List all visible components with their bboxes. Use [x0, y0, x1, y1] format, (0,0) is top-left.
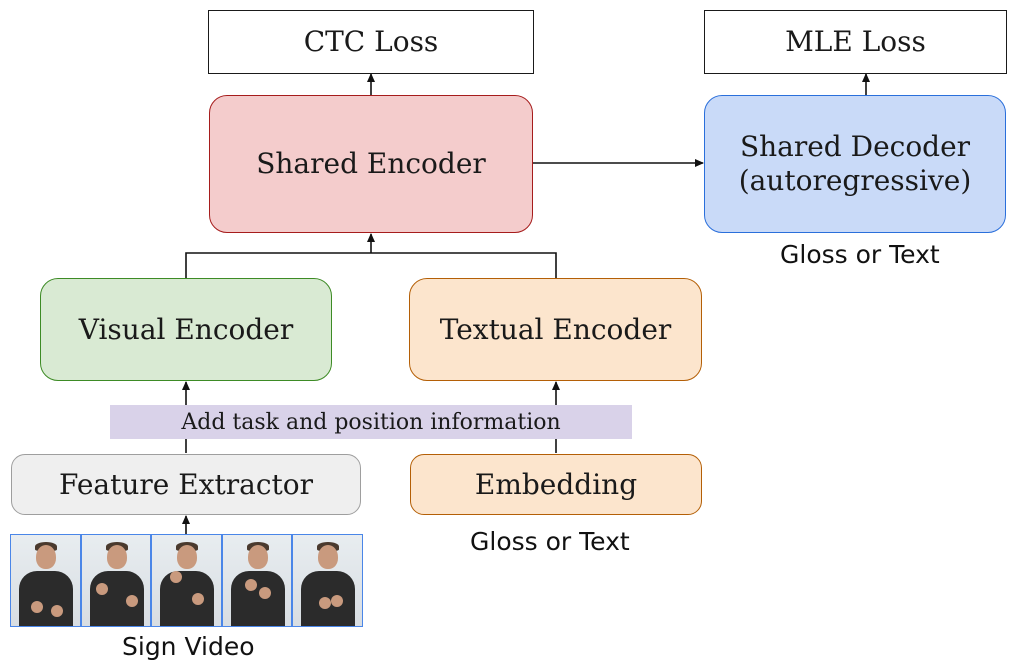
decoder-output-caption: Gloss or Text: [780, 240, 940, 269]
embedding-box: Embedding: [410, 454, 702, 515]
textual-encoder-label: Textual Encoder: [439, 312, 672, 346]
ctc-loss-label: CTC Loss: [303, 25, 439, 59]
textual-encoder-box: Textual Encoder: [409, 278, 702, 381]
mle-loss-box: MLE Loss: [704, 10, 1007, 74]
video-frame: [151, 534, 222, 627]
shared-decoder-box: Shared Decoder (autoregressive): [704, 95, 1006, 233]
shared-decoder-label: Shared Decoder: [739, 130, 971, 164]
visual-encoder-box: Visual Encoder: [40, 278, 332, 381]
shared-encoder-label: Shared Encoder: [256, 147, 486, 181]
shared-decoder-sublabel: (autoregressive): [738, 164, 972, 197]
ctc-loss-box: CTC Loss: [208, 10, 534, 74]
mle-loss-label: MLE Loss: [785, 25, 926, 59]
task-position-label: Add task and position information: [181, 409, 561, 435]
visual-encoder-label: Visual Encoder: [78, 312, 294, 346]
video-frame: [10, 534, 81, 627]
embedding-label: Embedding: [474, 467, 638, 501]
shared-encoder-box: Shared Encoder: [209, 95, 533, 233]
embedding-input-caption: Gloss or Text: [470, 527, 630, 556]
feature-extractor-box: Feature Extractor: [11, 454, 361, 515]
connector-encoders-merge: [185, 252, 557, 278]
task-position-bar: Add task and position information: [110, 405, 632, 439]
sign-video-caption: Sign Video: [122, 632, 255, 661]
video-frame: [292, 534, 363, 627]
video-frame: [80, 534, 152, 627]
sign-video-frames: [10, 534, 363, 627]
video-frame: [221, 534, 293, 627]
feature-extractor-label: Feature Extractor: [58, 467, 314, 501]
